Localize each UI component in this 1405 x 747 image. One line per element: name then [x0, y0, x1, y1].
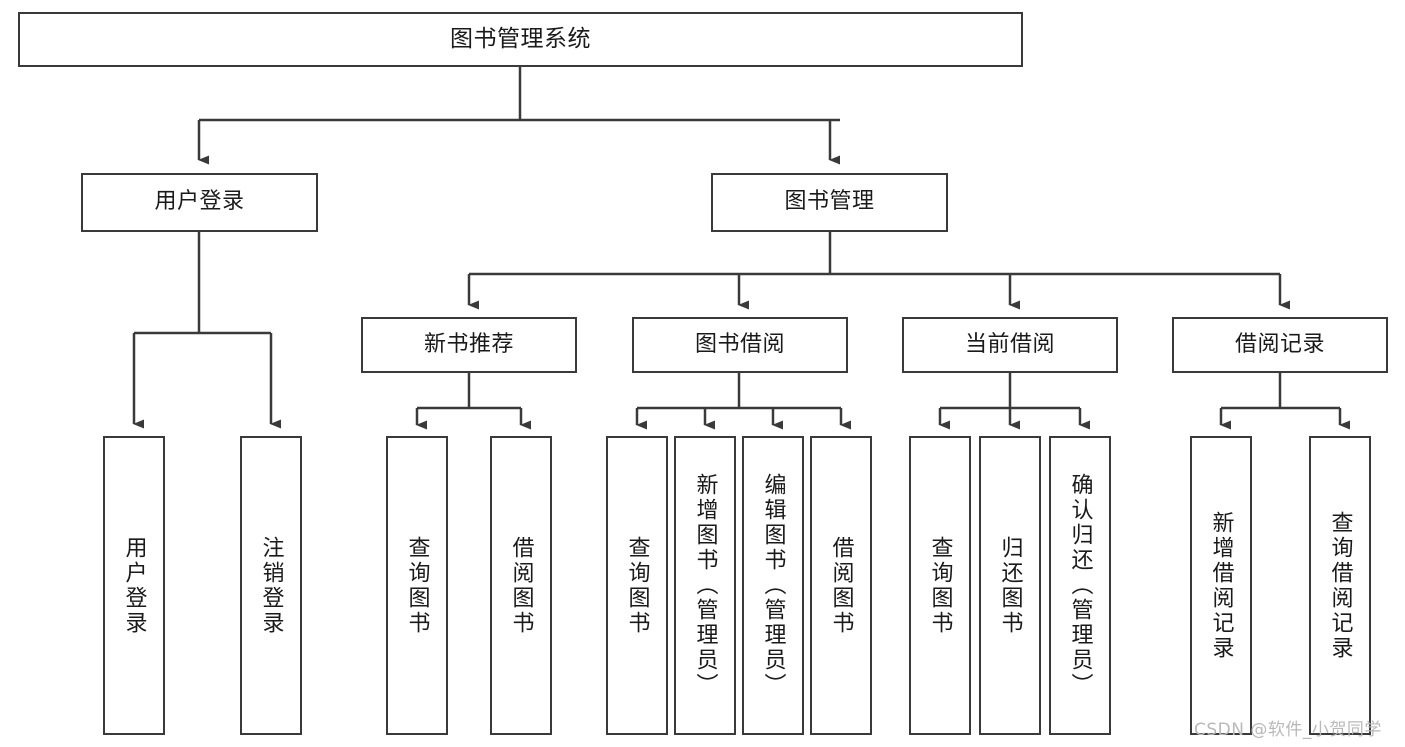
node-new-book-recommend[interactable]: 新书推荐: [361, 317, 577, 373]
node-borrow-record[interactable]: 借阅记录: [1172, 317, 1388, 373]
watermark: CSDN @软件_小贺同学: [1194, 720, 1382, 740]
leaf-label: 查询图书: [404, 535, 430, 636]
node-book-borrow-label: 图书借阅: [694, 331, 785, 357]
node-user-login[interactable]: 用户登录: [81, 173, 318, 232]
leaf-label: 归还图书: [997, 535, 1023, 636]
leaf-new-book-borrow[interactable]: 借阅图书: [490, 436, 552, 735]
node-borrow-record-label: 借阅记录: [1234, 331, 1325, 357]
leaf-user-login-login[interactable]: 用户登录: [103, 436, 165, 735]
leaf-label: 用户登录: [121, 535, 147, 636]
leaf-label: 借阅图书: [508, 535, 534, 636]
leaf-current-borrow-return[interactable]: 归还图书: [979, 436, 1041, 735]
node-book-manage[interactable]: 图书管理: [711, 173, 948, 232]
leaf-current-borrow-confirm[interactable]: 确认归还（管理员）: [1049, 436, 1111, 735]
node-new-book-recommend-label: 新书推荐: [423, 331, 514, 357]
leaf-label: 注销登录: [258, 535, 284, 636]
node-root[interactable]: 图书管理系统: [18, 12, 1023, 67]
node-current-borrow-label: 当前借阅: [964, 331, 1055, 357]
leaf-label: 确认归还（管理员）: [1067, 473, 1093, 698]
leaf-new-book-query[interactable]: 查询图书: [386, 436, 448, 735]
leaf-label: 新增图书（管理员）: [692, 473, 718, 698]
leaf-current-borrow-query[interactable]: 查询图书: [909, 436, 971, 735]
node-book-borrow[interactable]: 图书借阅: [632, 317, 848, 373]
leaf-label: 查询借阅记录: [1327, 510, 1353, 661]
leaf-book-borrow-edit[interactable]: 编辑图书（管理员）: [742, 436, 804, 735]
leaf-label: 查询图书: [624, 535, 650, 636]
leaf-label: 编辑图书（管理员）: [760, 473, 786, 698]
leaf-book-borrow-borrow[interactable]: 借阅图书: [810, 436, 872, 735]
leaf-label: 查询图书: [927, 535, 953, 636]
node-current-borrow[interactable]: 当前借阅: [902, 317, 1118, 373]
node-root-label: 图书管理系统: [450, 25, 591, 52]
node-book-manage-label: 图书管理: [784, 189, 875, 215]
leaf-borrow-record-add[interactable]: 新增借阅记录: [1190, 436, 1252, 735]
leaf-borrow-record-query[interactable]: 查询借阅记录: [1309, 436, 1371, 735]
leaf-label: 新增借阅记录: [1208, 510, 1234, 661]
leaf-label: 借阅图书: [828, 535, 854, 636]
leaf-book-borrow-query[interactable]: 查询图书: [606, 436, 668, 735]
leaf-user-login-logout[interactable]: 注销登录: [240, 436, 302, 735]
leaf-book-borrow-add[interactable]: 新增图书（管理员）: [674, 436, 736, 735]
node-user-login-label: 用户登录: [154, 189, 245, 215]
